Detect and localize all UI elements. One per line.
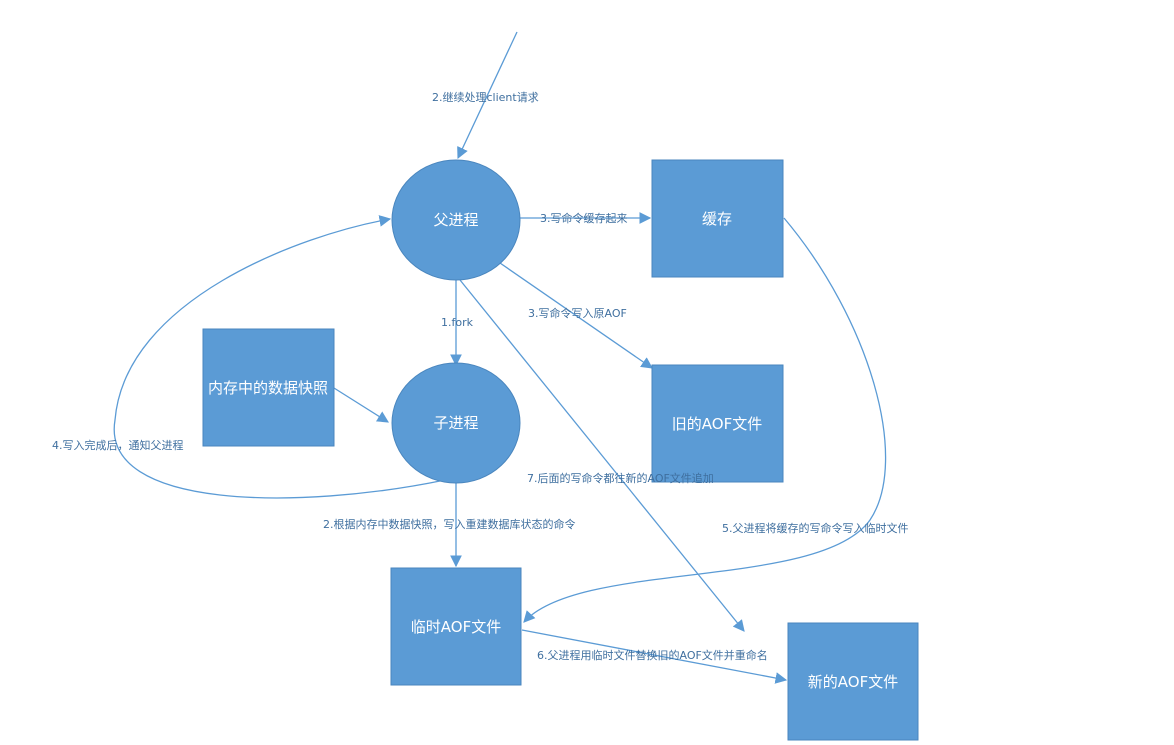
edge-snapshot-to-child [333, 387, 389, 423]
temp-aof-node [390, 567, 522, 686]
edges [113, 31, 887, 684]
parent-process-node [391, 159, 521, 281]
old-aof-label: 旧的AOF文件 [672, 415, 762, 433]
edge-parent-to-old-aof [499, 262, 653, 369]
child-process-node [391, 362, 521, 484]
buffer-node [651, 159, 784, 278]
child-process-label: 子进程 [433, 414, 478, 432]
label-replace: 6.父进程用临时文件替换旧的AOF文件并重命名 [537, 648, 768, 662]
nodes: 父进程 子进程 缓存 内存中的数据快照 旧的AOF文件 临时AOF文件 新的AO… [202, 159, 919, 741]
label-later-cmds: 7.后面的写命令都往新的AOF文件追加 [527, 471, 714, 485]
new-aof-label: 新的AOF文件 [808, 673, 898, 691]
snapshot-node [202, 328, 335, 447]
label-flush-buffer: 5.父进程将缓存的写命令写入临时文件 [722, 521, 909, 535]
edge-buffer-to-temp-aof [523, 217, 887, 623]
label-write-old: 3.写命令写入原AOF [528, 306, 627, 320]
buffer-label: 缓存 [702, 210, 732, 228]
label-fork: 1.fork [441, 316, 474, 329]
edge-child-to-parent-notify [113, 215, 446, 499]
old-aof-node [651, 364, 784, 483]
label-cache-cmds: 3.写命令缓存起来 [540, 211, 628, 225]
temp-aof-label: 临时AOF文件 [411, 618, 501, 636]
label-rebuild: 2.根据内存中数据快照，写入重建数据库状态的命令 [323, 517, 576, 531]
edge-parent-to-new-aof [459, 279, 745, 632]
label-notify: 4.写入完成后，通知父进程 [52, 438, 184, 452]
snapshot-label: 内存中的数据快照 [208, 379, 328, 397]
parent-process-label: 父进程 [433, 211, 478, 229]
edge-client-to-parent [457, 31, 518, 160]
edge-labels: 2.继续处理client请求 3.写命令缓存起来 1.fork 3.写命令写入原… [52, 90, 909, 662]
new-aof-node [787, 622, 919, 741]
edge-temp-to-new-aof [521, 629, 788, 684]
label-client: 2.继续处理client请求 [432, 90, 539, 104]
